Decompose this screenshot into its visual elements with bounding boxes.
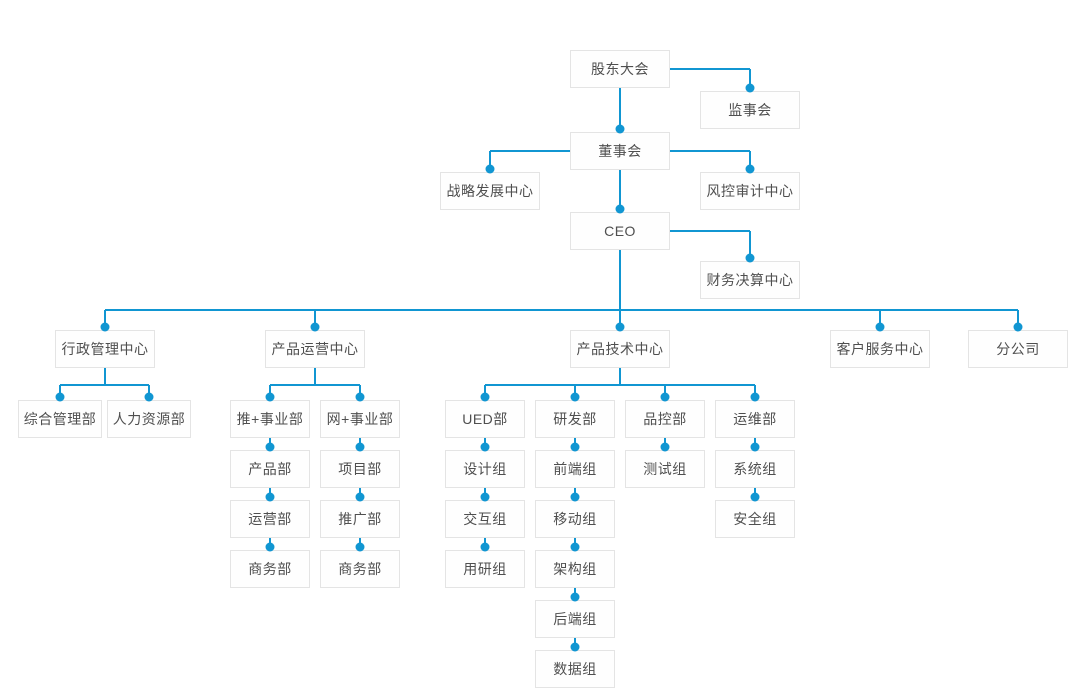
- org-node-label: 商务部: [248, 561, 292, 577]
- org-node-product-dept: 产品部: [230, 450, 310, 488]
- org-node-label: 产品技术中心: [576, 341, 664, 357]
- org-node-label: 测试组: [643, 461, 687, 477]
- org-node-data-group: 数据组: [535, 650, 615, 688]
- org-node-interaction-group: 交互组: [445, 500, 525, 538]
- org-node-label: 战略发展中心: [446, 183, 534, 199]
- org-node-shareholders-meeting: 股东大会: [570, 50, 670, 88]
- org-node-product-ops-center: 产品运营中心: [265, 330, 365, 368]
- org-node-backend-group: 后端组: [535, 600, 615, 638]
- org-node-label: 架构组: [553, 561, 597, 577]
- org-node-rd-dept: 研发部: [535, 400, 615, 438]
- org-node-label: 数据组: [553, 661, 597, 677]
- org-node-operation-dept: 运营部: [230, 500, 310, 538]
- org-node-tui-division: 推+事业部: [230, 400, 310, 438]
- org-node-label: 交互组: [463, 511, 507, 527]
- org-node-label: 推广部: [338, 511, 382, 527]
- org-node-ops-dept: 运维部: [715, 400, 795, 438]
- org-node-label: 人力资源部: [112, 411, 186, 427]
- org-node-label: CEO: [604, 223, 636, 239]
- org-node-project-dept: 项目部: [320, 450, 400, 488]
- org-node-test-group: 测试组: [625, 450, 705, 488]
- org-node-label: 监事会: [728, 102, 772, 118]
- org-node-architecture-group: 架构组: [535, 550, 615, 588]
- org-node-label: 系统组: [733, 461, 777, 477]
- org-node-ued-dept: UED部: [445, 400, 525, 438]
- org-node-label: 董事会: [598, 143, 642, 159]
- org-node-product-tech-center: 产品技术中心: [570, 330, 670, 368]
- org-node-promotion-dept: 推广部: [320, 500, 400, 538]
- org-node-qc-dept: 品控部: [625, 400, 705, 438]
- org-node-label: 综合管理部: [23, 411, 97, 427]
- org-node-business-dept-1: 商务部: [230, 550, 310, 588]
- org-node-board-of-directors: 董事会: [570, 132, 670, 170]
- org-node-label: 品控部: [643, 411, 687, 427]
- org-node-label: 研发部: [553, 411, 597, 427]
- org-node-label: 产品运营中心: [271, 341, 359, 357]
- org-node-label: 财务决算中心: [706, 272, 794, 288]
- org-node-wang-division: 网+事业部: [320, 400, 400, 438]
- org-node-design-group: 设计组: [445, 450, 525, 488]
- org-node-label: 移动组: [553, 511, 597, 527]
- org-node-label: 风控审计中心: [706, 183, 794, 199]
- org-node-strategy-center: 战略发展中心: [440, 172, 540, 210]
- org-node-label: 客户服务中心: [836, 341, 924, 357]
- org-node-supervisory-board: 监事会: [700, 91, 800, 129]
- org-node-customer-service-center: 客户服务中心: [830, 330, 930, 368]
- org-node-label: 项目部: [338, 461, 382, 477]
- org-node-user-research-group: 用研组: [445, 550, 525, 588]
- org-node-finance-center: 财务决算中心: [700, 261, 800, 299]
- org-node-label: 推+事业部: [236, 411, 304, 427]
- org-node-label: 设计组: [463, 461, 507, 477]
- org-node-ceo: CEO: [570, 212, 670, 250]
- org-node-security-group: 安全组: [715, 500, 795, 538]
- org-node-label: 用研组: [463, 561, 507, 577]
- org-node-frontend-group: 前端组: [535, 450, 615, 488]
- org-node-system-group: 系统组: [715, 450, 795, 488]
- org-node-label: UED部: [462, 411, 508, 427]
- org-node-label: 产品部: [248, 461, 292, 477]
- org-node-label: 前端组: [553, 461, 597, 477]
- org-node-label: 股东大会: [591, 61, 649, 77]
- org-node-label: 网+事业部: [326, 411, 394, 427]
- org-node-label: 商务部: [338, 561, 382, 577]
- org-node-mobile-group: 移动组: [535, 500, 615, 538]
- org-node-label: 行政管理中心: [61, 341, 149, 357]
- org-node-label: 分公司: [996, 341, 1040, 357]
- org-node-label: 运营部: [248, 511, 292, 527]
- org-node-risk-audit-center: 风控审计中心: [700, 172, 800, 210]
- org-node-general-admin-dept: 综合管理部: [18, 400, 102, 438]
- org-node-branch-company: 分公司: [968, 330, 1068, 368]
- org-node-hr-dept: 人力资源部: [107, 400, 191, 438]
- org-node-label: 运维部: [733, 411, 777, 427]
- org-node-label: 安全组: [733, 511, 777, 527]
- org-node-label: 后端组: [553, 611, 597, 627]
- org-node-admin-center: 行政管理中心: [55, 330, 155, 368]
- org-node-business-dept-2: 商务部: [320, 550, 400, 588]
